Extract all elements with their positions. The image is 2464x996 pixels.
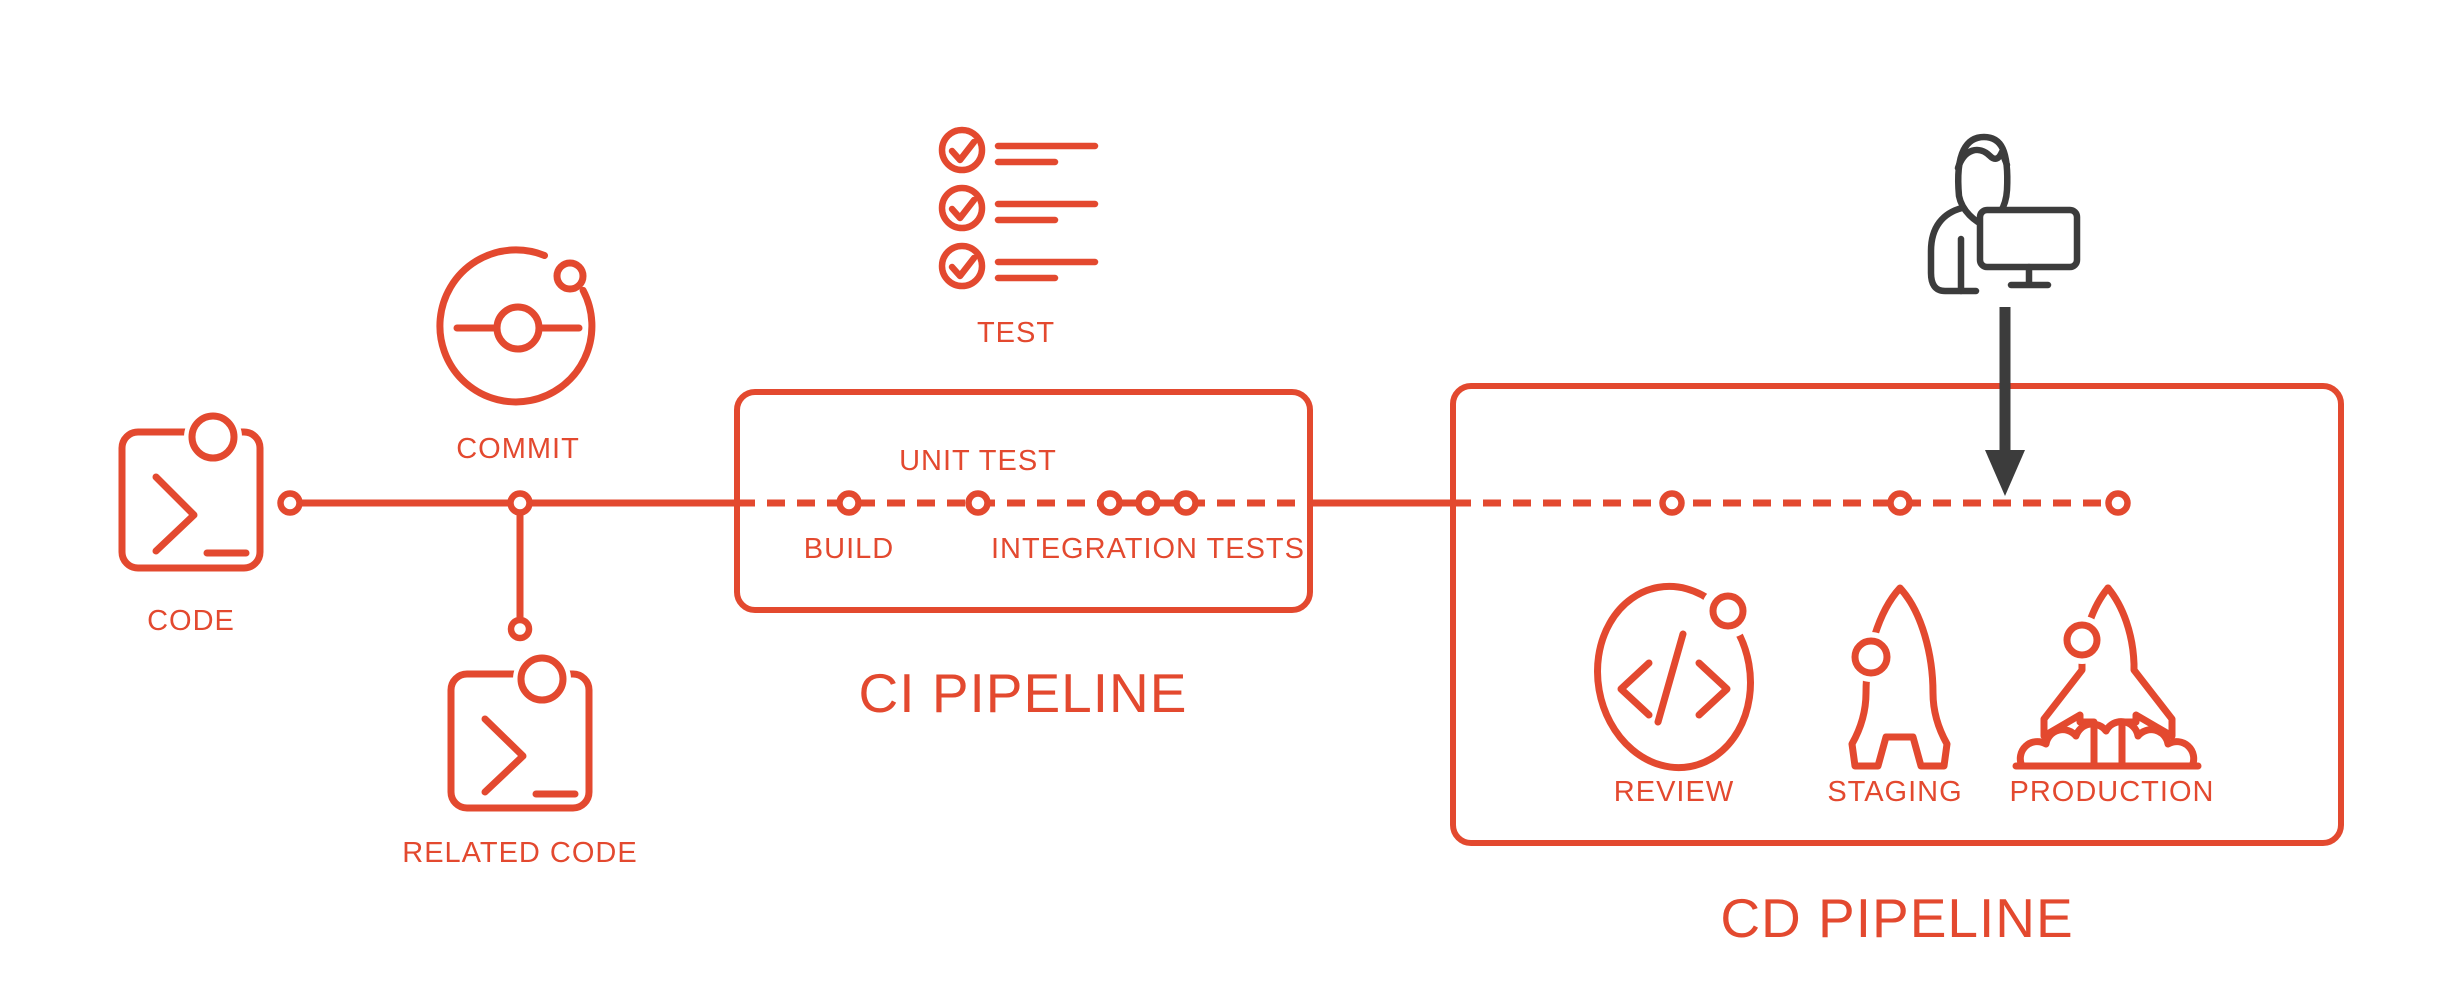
ci-pipeline-title: CI PIPELINE bbox=[859, 662, 1188, 724]
down-arrow-icon bbox=[1985, 307, 2025, 496]
node-integration-1 bbox=[1097, 490, 1123, 516]
developer-at-computer-icon bbox=[1927, 133, 2081, 295]
code-chevron-right bbox=[1695, 659, 1731, 719]
timeline-nodes bbox=[277, 490, 2131, 642]
staging-label: STAGING bbox=[1827, 776, 1962, 808]
production-rocket-launch-icon bbox=[2012, 584, 2202, 770]
orbit-dot bbox=[553, 259, 587, 293]
check-mark bbox=[948, 138, 978, 164]
node-staging bbox=[1887, 490, 1913, 516]
check-circle bbox=[938, 126, 986, 174]
check-mark bbox=[948, 254, 978, 280]
commit-node-circle bbox=[493, 303, 543, 353]
node-commit bbox=[507, 490, 533, 516]
check-circle bbox=[938, 184, 986, 232]
node-integration-3 bbox=[1173, 490, 1199, 516]
test-checklist-icon bbox=[938, 126, 1099, 290]
cd-box-outline bbox=[1450, 383, 2344, 846]
code-icon bbox=[118, 408, 264, 572]
node-review bbox=[1659, 490, 1685, 516]
code-slash bbox=[1654, 630, 1687, 726]
terminal-dot bbox=[188, 412, 238, 462]
rocket-porthole bbox=[2063, 621, 2101, 659]
related-code-label: RELATED CODE bbox=[402, 837, 637, 869]
code-chevron-left bbox=[1617, 659, 1653, 719]
orbit-dot bbox=[1709, 592, 1747, 630]
cd-pipeline-box bbox=[1450, 383, 2344, 846]
review-ellipse bbox=[1594, 582, 1754, 772]
node-build bbox=[836, 490, 862, 516]
monitor bbox=[1976, 206, 2081, 271]
node-code bbox=[277, 490, 303, 516]
cd-pipeline-title: CD PIPELINE bbox=[1720, 887, 2073, 949]
torso bbox=[1927, 204, 1980, 295]
prompt-chevron bbox=[481, 715, 527, 796]
related-code-icon bbox=[447, 650, 593, 812]
node-production bbox=[2105, 490, 2131, 516]
prompt-chevron bbox=[152, 473, 198, 555]
test-label: TEST bbox=[977, 317, 1055, 349]
node-integration-2 bbox=[1135, 490, 1161, 516]
unit-test-label: UNIT TEST bbox=[899, 445, 1057, 477]
production-label: PRODUCTION bbox=[2010, 776, 2215, 808]
node-related-code bbox=[507, 616, 533, 642]
commit-label: COMMIT bbox=[456, 433, 580, 465]
terminal-dot bbox=[517, 654, 567, 704]
review-label: REVIEW bbox=[1614, 776, 1734, 808]
review-icon bbox=[1594, 582, 1755, 772]
check-mark bbox=[948, 196, 978, 222]
staging-rocket-icon bbox=[1846, 584, 1951, 770]
check-circle bbox=[938, 242, 986, 290]
build-label: BUILD bbox=[804, 533, 894, 565]
hair bbox=[1954, 146, 2011, 172]
node-unit-test bbox=[965, 490, 991, 516]
smoke-cloud bbox=[2016, 718, 2198, 770]
rocket-right-side bbox=[2104, 584, 2176, 768]
rocket-porthole bbox=[1851, 637, 1891, 677]
integration-tests-label: INTEGRATION TESTS bbox=[991, 533, 1305, 565]
code-label: CODE bbox=[147, 605, 235, 637]
arrow-head bbox=[1985, 450, 2025, 496]
orbit-arc bbox=[436, 246, 596, 406]
commit-icon bbox=[436, 246, 596, 406]
